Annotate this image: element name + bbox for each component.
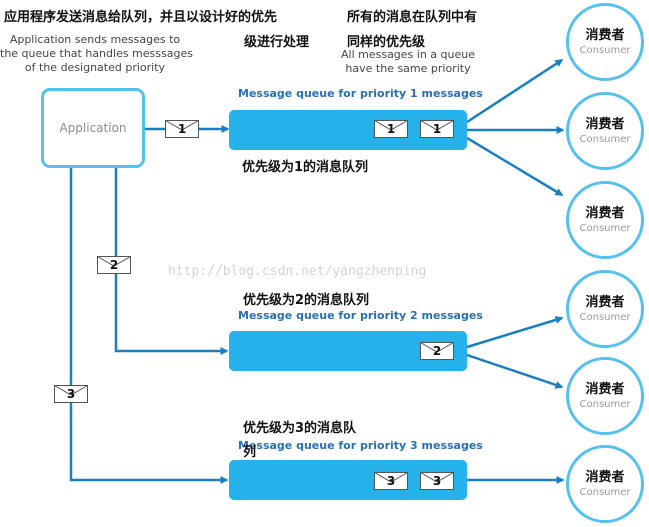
arrow-queue-1-to-consumer-3 [466,136,564,197]
envelope-icon [374,472,408,490]
queued-message-1a: 1 [374,120,408,138]
queued-message-3a: 3 [374,472,408,490]
message-envelope-priority-1: 1 [165,120,199,138]
consumer-label-cn: 消费者 [585,294,625,310]
envelope-icon [420,472,454,490]
consumer-2: 消费者 Consumer [566,92,644,170]
arrow-queue-2-to-consumer-5 [466,353,564,389]
consumer-3: 消费者 Consumer [566,181,644,259]
consumer-label-en: Consumer [579,486,631,498]
consumer-label-cn: 消费者 [585,205,625,221]
queue-3-label-cn: 优先级为3的消息队 [243,421,357,436]
arrow-app-to-queue-2 [114,168,229,355]
envelope-priority-number: 1 [386,122,396,136]
consumer-4: 消费者 Consumer [566,270,644,348]
priority-note-cn-2: 同样的优先级 [347,35,426,50]
priority-note-en-line-2: have the same priority [345,62,471,75]
app-caption-en-line-1: Application sends messages to [9,33,181,46]
envelope-icon [420,120,454,138]
consumer-label-en: Consumer [579,398,631,410]
queued-message-2: 2 [420,342,454,360]
app-caption-cn: 应用程序发送消息给队列，并且以设计好的优先 [4,10,278,25]
arrow-queue-2-to-consumer-4 [466,316,564,349]
envelope-priority-number: 3 [66,387,76,401]
consumer-label-en: Consumer [579,311,631,323]
consumer-label-en: Consumer [579,222,631,234]
consumer-label-en: Consumer [579,44,631,56]
consumer-label-en: Consumer [579,133,631,145]
envelope-icon [97,256,131,274]
priority-note-cn-1: 所有的消息在队列中有 [347,10,478,25]
queue-3-label-cn-line-2: 列 [243,445,257,460]
envelope-priority-number: 2 [432,344,442,358]
envelope-icon [420,342,454,360]
priority-note-en-line-1: All messages in a queue [340,48,476,61]
priority-note-en: All messages in a queue have the same pr… [338,48,478,76]
envelope-priority-number: 1 [432,122,442,136]
app-caption-en-line-3: of the designated priority [24,61,166,74]
arrow-app-to-queue-3 [69,168,229,484]
message-envelope-priority-2: 2 [97,256,131,274]
message-envelope-priority-3: 3 [54,385,88,403]
envelope-priority-number: 3 [432,474,442,488]
consumer-label-cn: 消费者 [585,381,625,397]
queue-2-label-en: Message queue for priority 2 messages [238,309,483,322]
queue-3-label-en: Message queue for priority 3 messages [238,439,483,452]
envelope-icon [374,120,408,138]
envelope-priority-number: 3 [386,474,396,488]
envelope-icon [54,385,88,403]
application-box: Application [41,88,145,168]
arrow-queue-1-to-consumer-1 [466,58,564,124]
consumer-1: 消费者 Consumer [566,3,644,81]
queued-message-3b: 3 [420,472,454,490]
queue-1-label-en: Message queue for priority 1 messages [238,87,483,100]
app-caption-en: Application sends messages to the queue … [0,33,193,75]
queued-message-1b: 1 [420,120,454,138]
queue-2-label-cn: 优先级为2的消息队列 [243,293,370,308]
envelope-icon [165,120,199,138]
app-caption-cn-cont: 级进行处理 [244,35,310,50]
queue-1-label-cn: 优先级为1的消息队列 [242,160,369,175]
consumer-label-cn: 消费者 [585,116,625,132]
watermark-url: http://blog.csdn.net/yangzhenping [168,264,427,279]
consumer-label-cn: 消费者 [585,27,625,43]
consumer-label-cn: 消费者 [585,469,625,485]
app-caption-en-line-2: the queue that handles messsages [0,47,193,60]
consumer-5: 消费者 Consumer [566,357,644,435]
envelope-priority-number: 1 [177,122,187,136]
envelope-priority-number: 2 [109,258,119,272]
consumer-6: 消费者 Consumer [566,445,644,523]
